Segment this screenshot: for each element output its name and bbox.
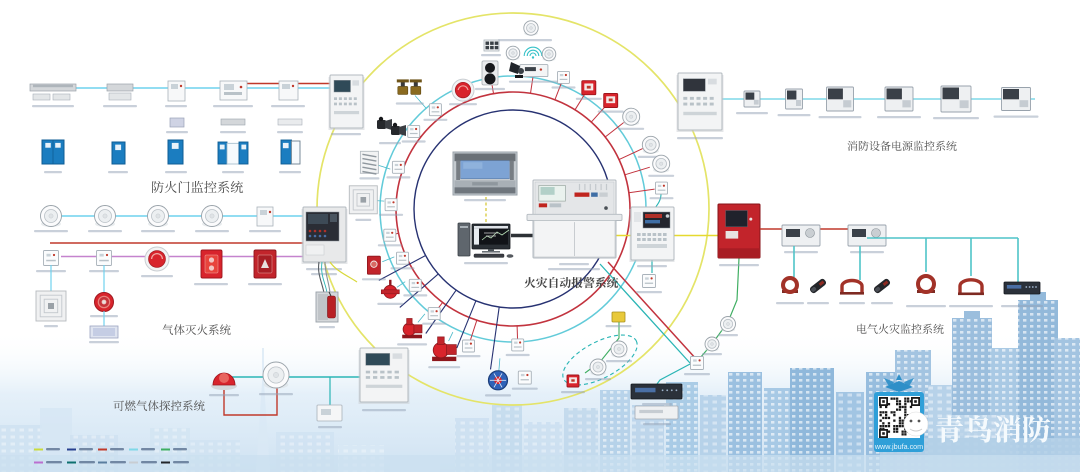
svg-text:www.jbufa.com: www.jbufa.com xyxy=(874,442,923,451)
